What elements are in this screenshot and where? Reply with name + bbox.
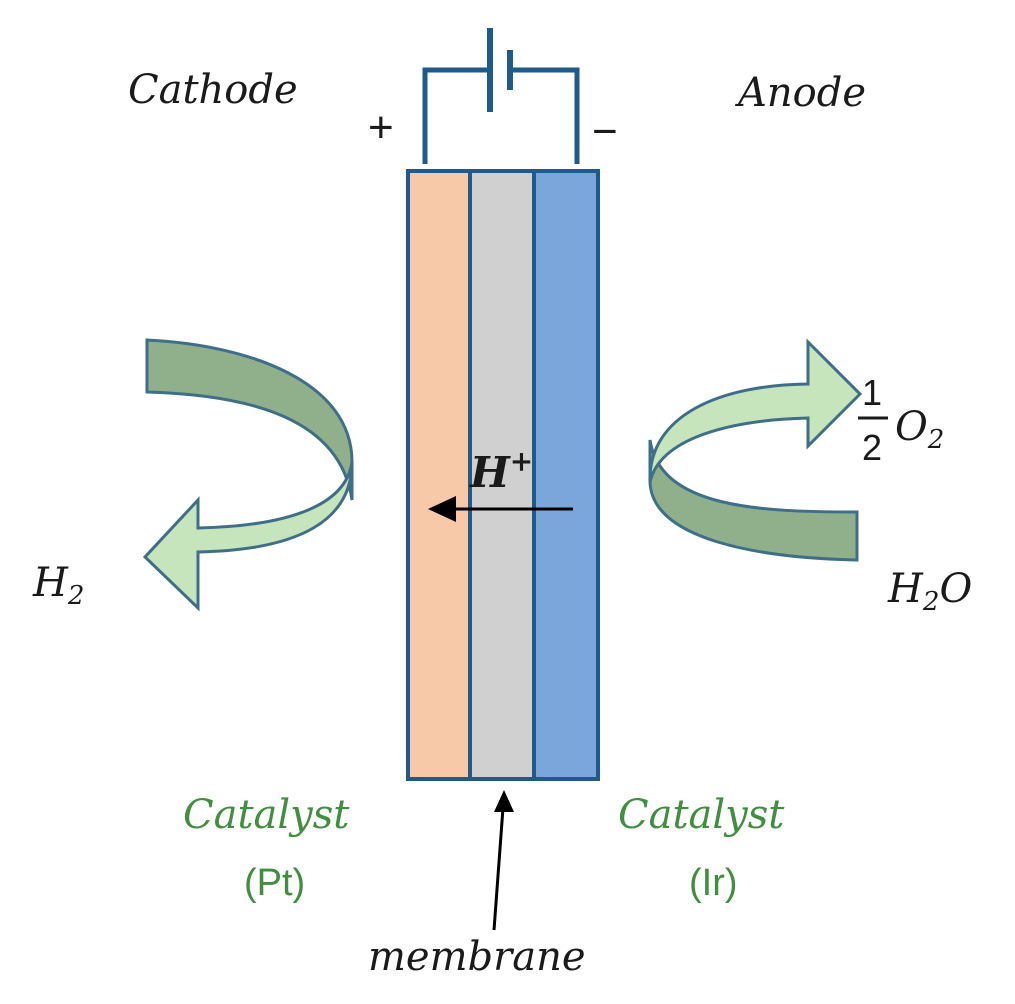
hydrogen-base: H: [32, 560, 69, 606]
oxygen-denominator: 2: [862, 427, 882, 468]
water-o: O: [939, 566, 972, 612]
left-arrow-front-band: [142, 461, 354, 612]
wire-right: [510, 67, 580, 164]
oxygen-o: O: [895, 404, 928, 450]
battery-circuit: [422, 28, 580, 164]
proton-sup: +: [510, 445, 533, 478]
catalyst-right-metal: (Ir): [689, 862, 738, 904]
cathode-layer: [406, 169, 472, 781]
proton-arrow-head: [428, 496, 456, 522]
proton-label: H+: [469, 445, 533, 497]
left-arrow-back-band: [145, 338, 354, 501]
right-arrow-back-band: [648, 439, 859, 562]
cell-stack: [406, 169, 600, 781]
water-label: H2O: [887, 566, 972, 617]
oxygen-molecule: O2: [895, 404, 944, 455]
water-sub: 2: [922, 587, 940, 617]
proton-base: H: [469, 448, 511, 497]
oxygen-sub: 2: [927, 425, 945, 455]
membrane-pointer-head: [494, 790, 514, 812]
water-h: H: [887, 566, 924, 612]
catalyst-left-metal: (Pt): [244, 862, 305, 904]
plus-sign: +: [368, 103, 394, 152]
cathode-label: Cathode: [128, 67, 298, 113]
left-flow-arrow: [142, 338, 354, 612]
oxygen-label: 1 2 O2: [858, 372, 944, 468]
proton-arrow: [428, 496, 573, 522]
anode-layer: [532, 169, 600, 781]
catalyst-left-label: Catalyst: [183, 792, 350, 838]
right-arrow-front-band: [648, 338, 863, 483]
wire-left: [422, 67, 490, 164]
hydrogen-sub: 2: [67, 581, 85, 611]
anode-label: Anode: [734, 70, 866, 116]
hydrogen-label: H2: [32, 560, 84, 611]
oxygen-numerator: 1: [862, 372, 882, 413]
right-flow-arrow: [648, 338, 863, 562]
catalyst-right-label: Catalyst: [618, 792, 785, 838]
minus-sign: −: [592, 107, 618, 156]
membrane-pointer: [492, 790, 514, 931]
membrane-label: membrane: [368, 934, 586, 980]
